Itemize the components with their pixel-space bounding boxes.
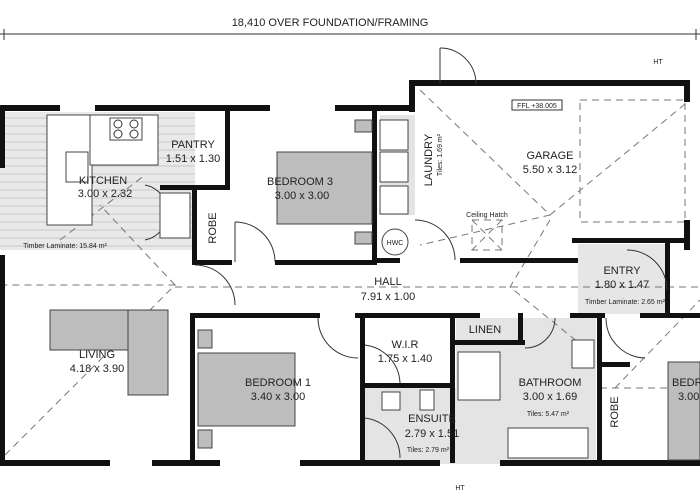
robe-right-label: ROBE bbox=[609, 396, 621, 427]
ensuite-label: ENSUITE bbox=[408, 413, 456, 425]
bedroom1-label: BEDROOM 1 bbox=[245, 377, 311, 389]
garage-size: 5.50 x 3.12 bbox=[523, 164, 577, 176]
hall-label: HALL bbox=[374, 276, 402, 288]
wir-size: 1.75 x 1.40 bbox=[378, 353, 432, 365]
bedroom-partial-label: BEDR bbox=[672, 377, 700, 389]
bathroom-label: BATHROOM bbox=[519, 377, 582, 389]
linen-label: LINEN bbox=[469, 324, 501, 336]
doors bbox=[144, 47, 668, 459]
laundry-floor: Tiles: 1.69 m² bbox=[437, 133, 444, 176]
ffl-level: FFL +38.005 bbox=[517, 103, 557, 110]
kitchen-fixtures bbox=[46, 114, 191, 239]
kitchen-size: 3.00 x 2.32 bbox=[78, 188, 132, 200]
living-label: LIVING bbox=[79, 349, 115, 361]
walls bbox=[0, 80, 700, 466]
wir-label: W.I.R bbox=[392, 339, 419, 351]
bedroom1-size: 3.40 x 3.00 bbox=[251, 391, 305, 403]
bedroom3-bed bbox=[276, 119, 409, 256]
ensuite-floor: Tiles: 2.79 m² bbox=[407, 447, 450, 454]
entry-label: ENTRY bbox=[603, 265, 641, 277]
ceiling-lines bbox=[0, 89, 700, 456]
entry-laminate bbox=[578, 244, 670, 314]
bath-fixtures bbox=[381, 339, 700, 461]
room-labels: KITCHEN 3.00 x 2.32 Timber Laminate: 15.… bbox=[23, 59, 700, 492]
bedroom3-size: 3.00 x 3.00 bbox=[275, 190, 329, 202]
hall-size: 7.91 x 1.00 bbox=[361, 291, 415, 303]
ceiling-hatch-label: Ceiling Hatch bbox=[466, 212, 508, 219]
dimension-title: 18,410 OVER FOUNDATION/FRAMING bbox=[232, 17, 429, 29]
garage-label: GARAGE bbox=[526, 150, 573, 162]
kitchen-floor: Timber Laminate: 15.84 m² bbox=[23, 243, 107, 250]
bathroom-floor: Tiles: 5.47 m² bbox=[527, 411, 570, 418]
hwc-label: HWC bbox=[387, 240, 404, 247]
hose-tap-top-label: HT bbox=[653, 59, 663, 66]
pantry-size: 1.51 x 1.30 bbox=[166, 153, 220, 165]
living-sofa bbox=[49, 309, 169, 396]
bedroom3-label: BEDROOM 3 bbox=[267, 176, 333, 188]
ensuite-tiles bbox=[362, 388, 456, 464]
bedroom-partial-size: 3.00 bbox=[678, 391, 699, 403]
bedroom1-bed bbox=[197, 329, 296, 449]
entry-floor: Timber Laminate: 2.65 m² bbox=[585, 299, 666, 306]
bathroom-size: 3.00 x 1.69 bbox=[523, 391, 577, 403]
pantry-label: PANTRY bbox=[171, 139, 215, 151]
hose-tap-bottom-label: HT bbox=[455, 485, 465, 492]
entry-size: 1.80 x 1.47 bbox=[595, 279, 649, 291]
living-size: 4.18 x 3.90 bbox=[70, 363, 124, 375]
laundry-label: LAUNDRY bbox=[423, 133, 435, 186]
kitchen-label: KITCHEN bbox=[79, 175, 127, 187]
ensuite-size: 2.79 x 1.51 bbox=[405, 428, 459, 440]
robe-left-label: ROBE bbox=[207, 212, 219, 243]
